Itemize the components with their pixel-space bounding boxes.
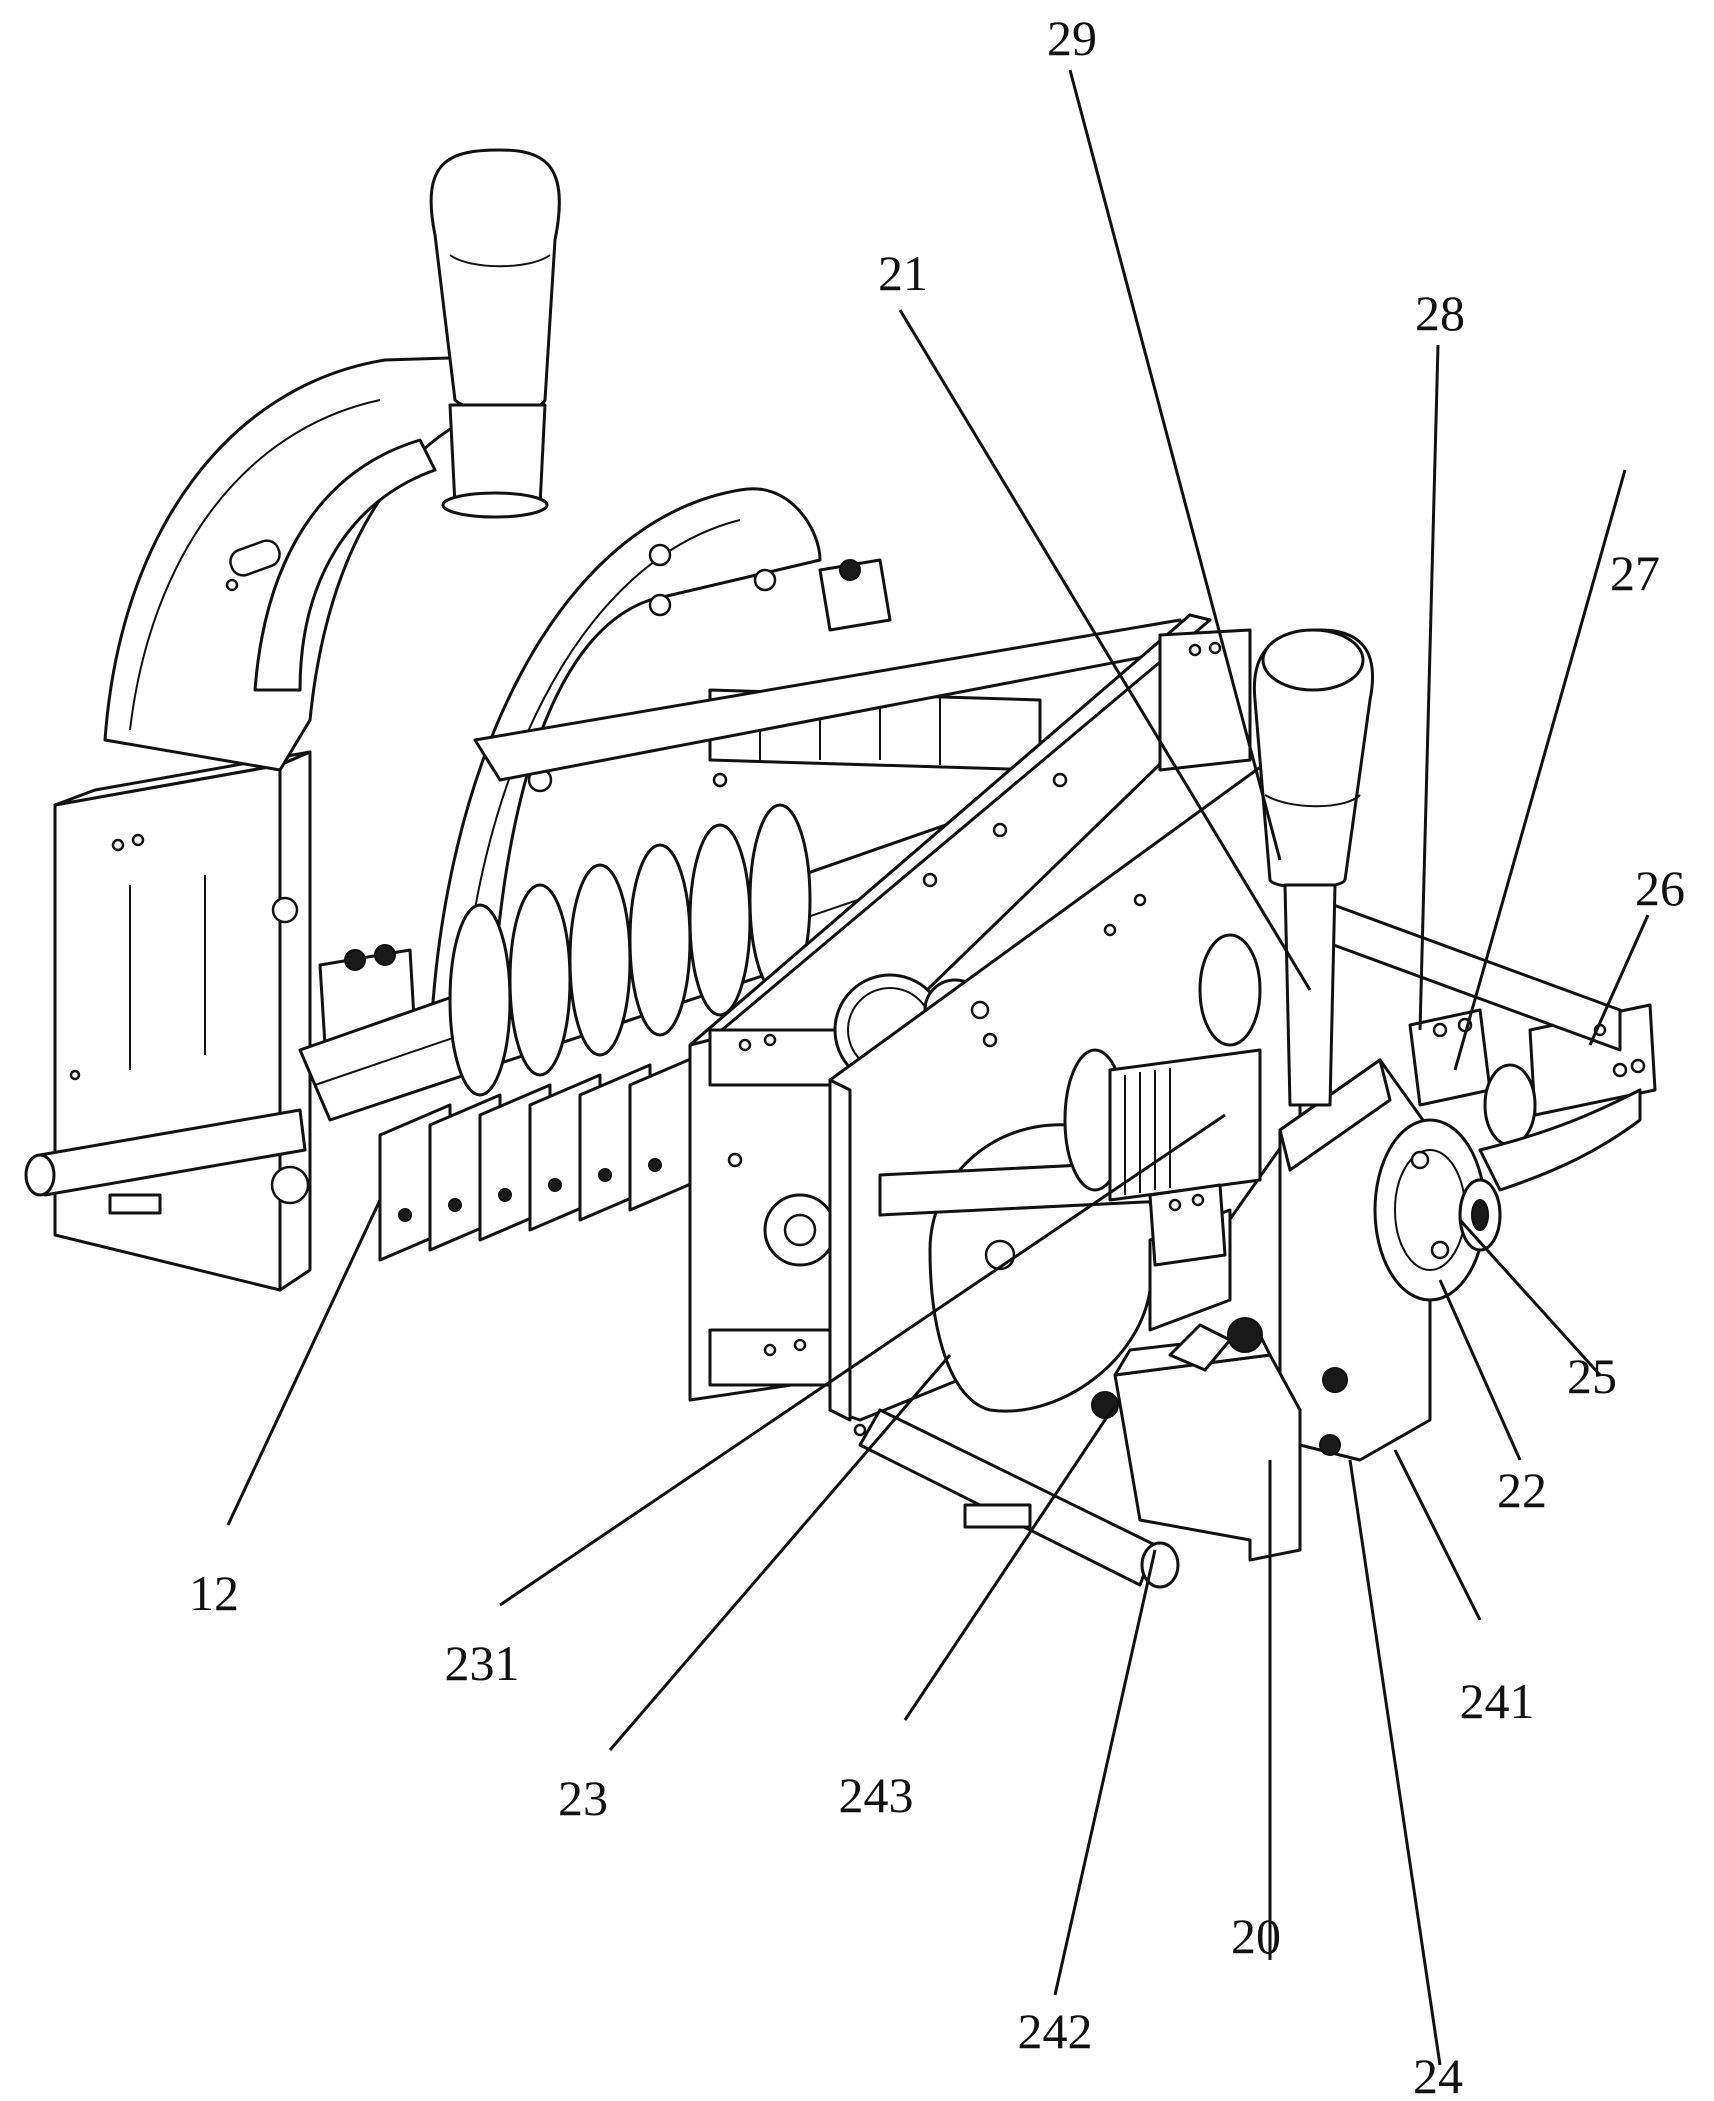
label-29: 27 (1610, 545, 1660, 601)
label-28: 28 (1415, 285, 1465, 341)
label-25: 25 (1567, 1348, 1617, 1404)
label-21: 21 (878, 245, 928, 301)
label-243: 243 (839, 1767, 914, 1823)
label-12: 12 (189, 1565, 239, 1621)
label-27: 29 (1047, 10, 1097, 66)
right-lever-assembly (828, 628, 1657, 1589)
label-242: 242 (1018, 2003, 1093, 2059)
label-241: 241 (1460, 1673, 1535, 1729)
label-22: 22 (1497, 1462, 1547, 1518)
label-23: 23 (558, 1770, 608, 1826)
callout-labels: 29 21 28 27 26 25 22 241 24 20 242 243 2… (189, 10, 1685, 2101)
label-20: 20 (1231, 1908, 1281, 1964)
label-231: 231 (445, 1635, 520, 1691)
label-24: 24 (1413, 2048, 1463, 2101)
cam-shaft-assembly (298, 618, 1182, 1262)
leader-lines (226, 69, 1650, 2066)
label-26: 26 (1635, 860, 1685, 916)
microswitch-row (378, 1053, 702, 1262)
